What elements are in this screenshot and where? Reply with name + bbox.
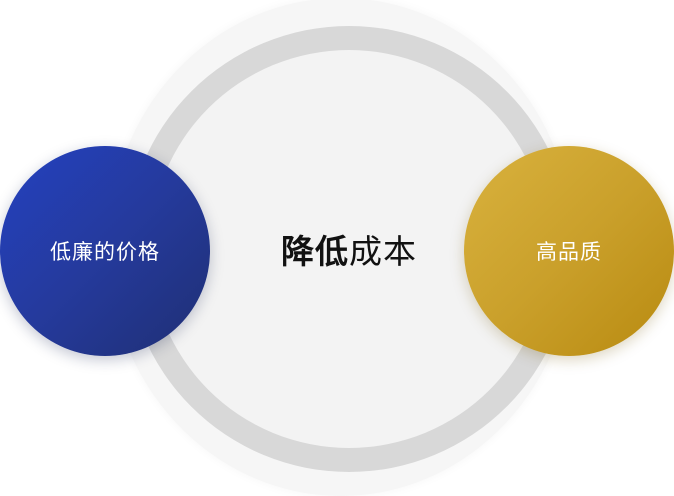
left-circle-label: 低廉的价格 bbox=[50, 240, 160, 264]
center-title-regular: 成本 bbox=[349, 232, 417, 271]
center-title: 降低成本 bbox=[150, 50, 548, 448]
right-circle-label: 高品质 bbox=[536, 240, 602, 264]
right-circle: 高品质 bbox=[464, 146, 674, 356]
left-circle: 低廉的价格 bbox=[0, 146, 210, 356]
center-title-bold: 降低 bbox=[281, 232, 349, 271]
